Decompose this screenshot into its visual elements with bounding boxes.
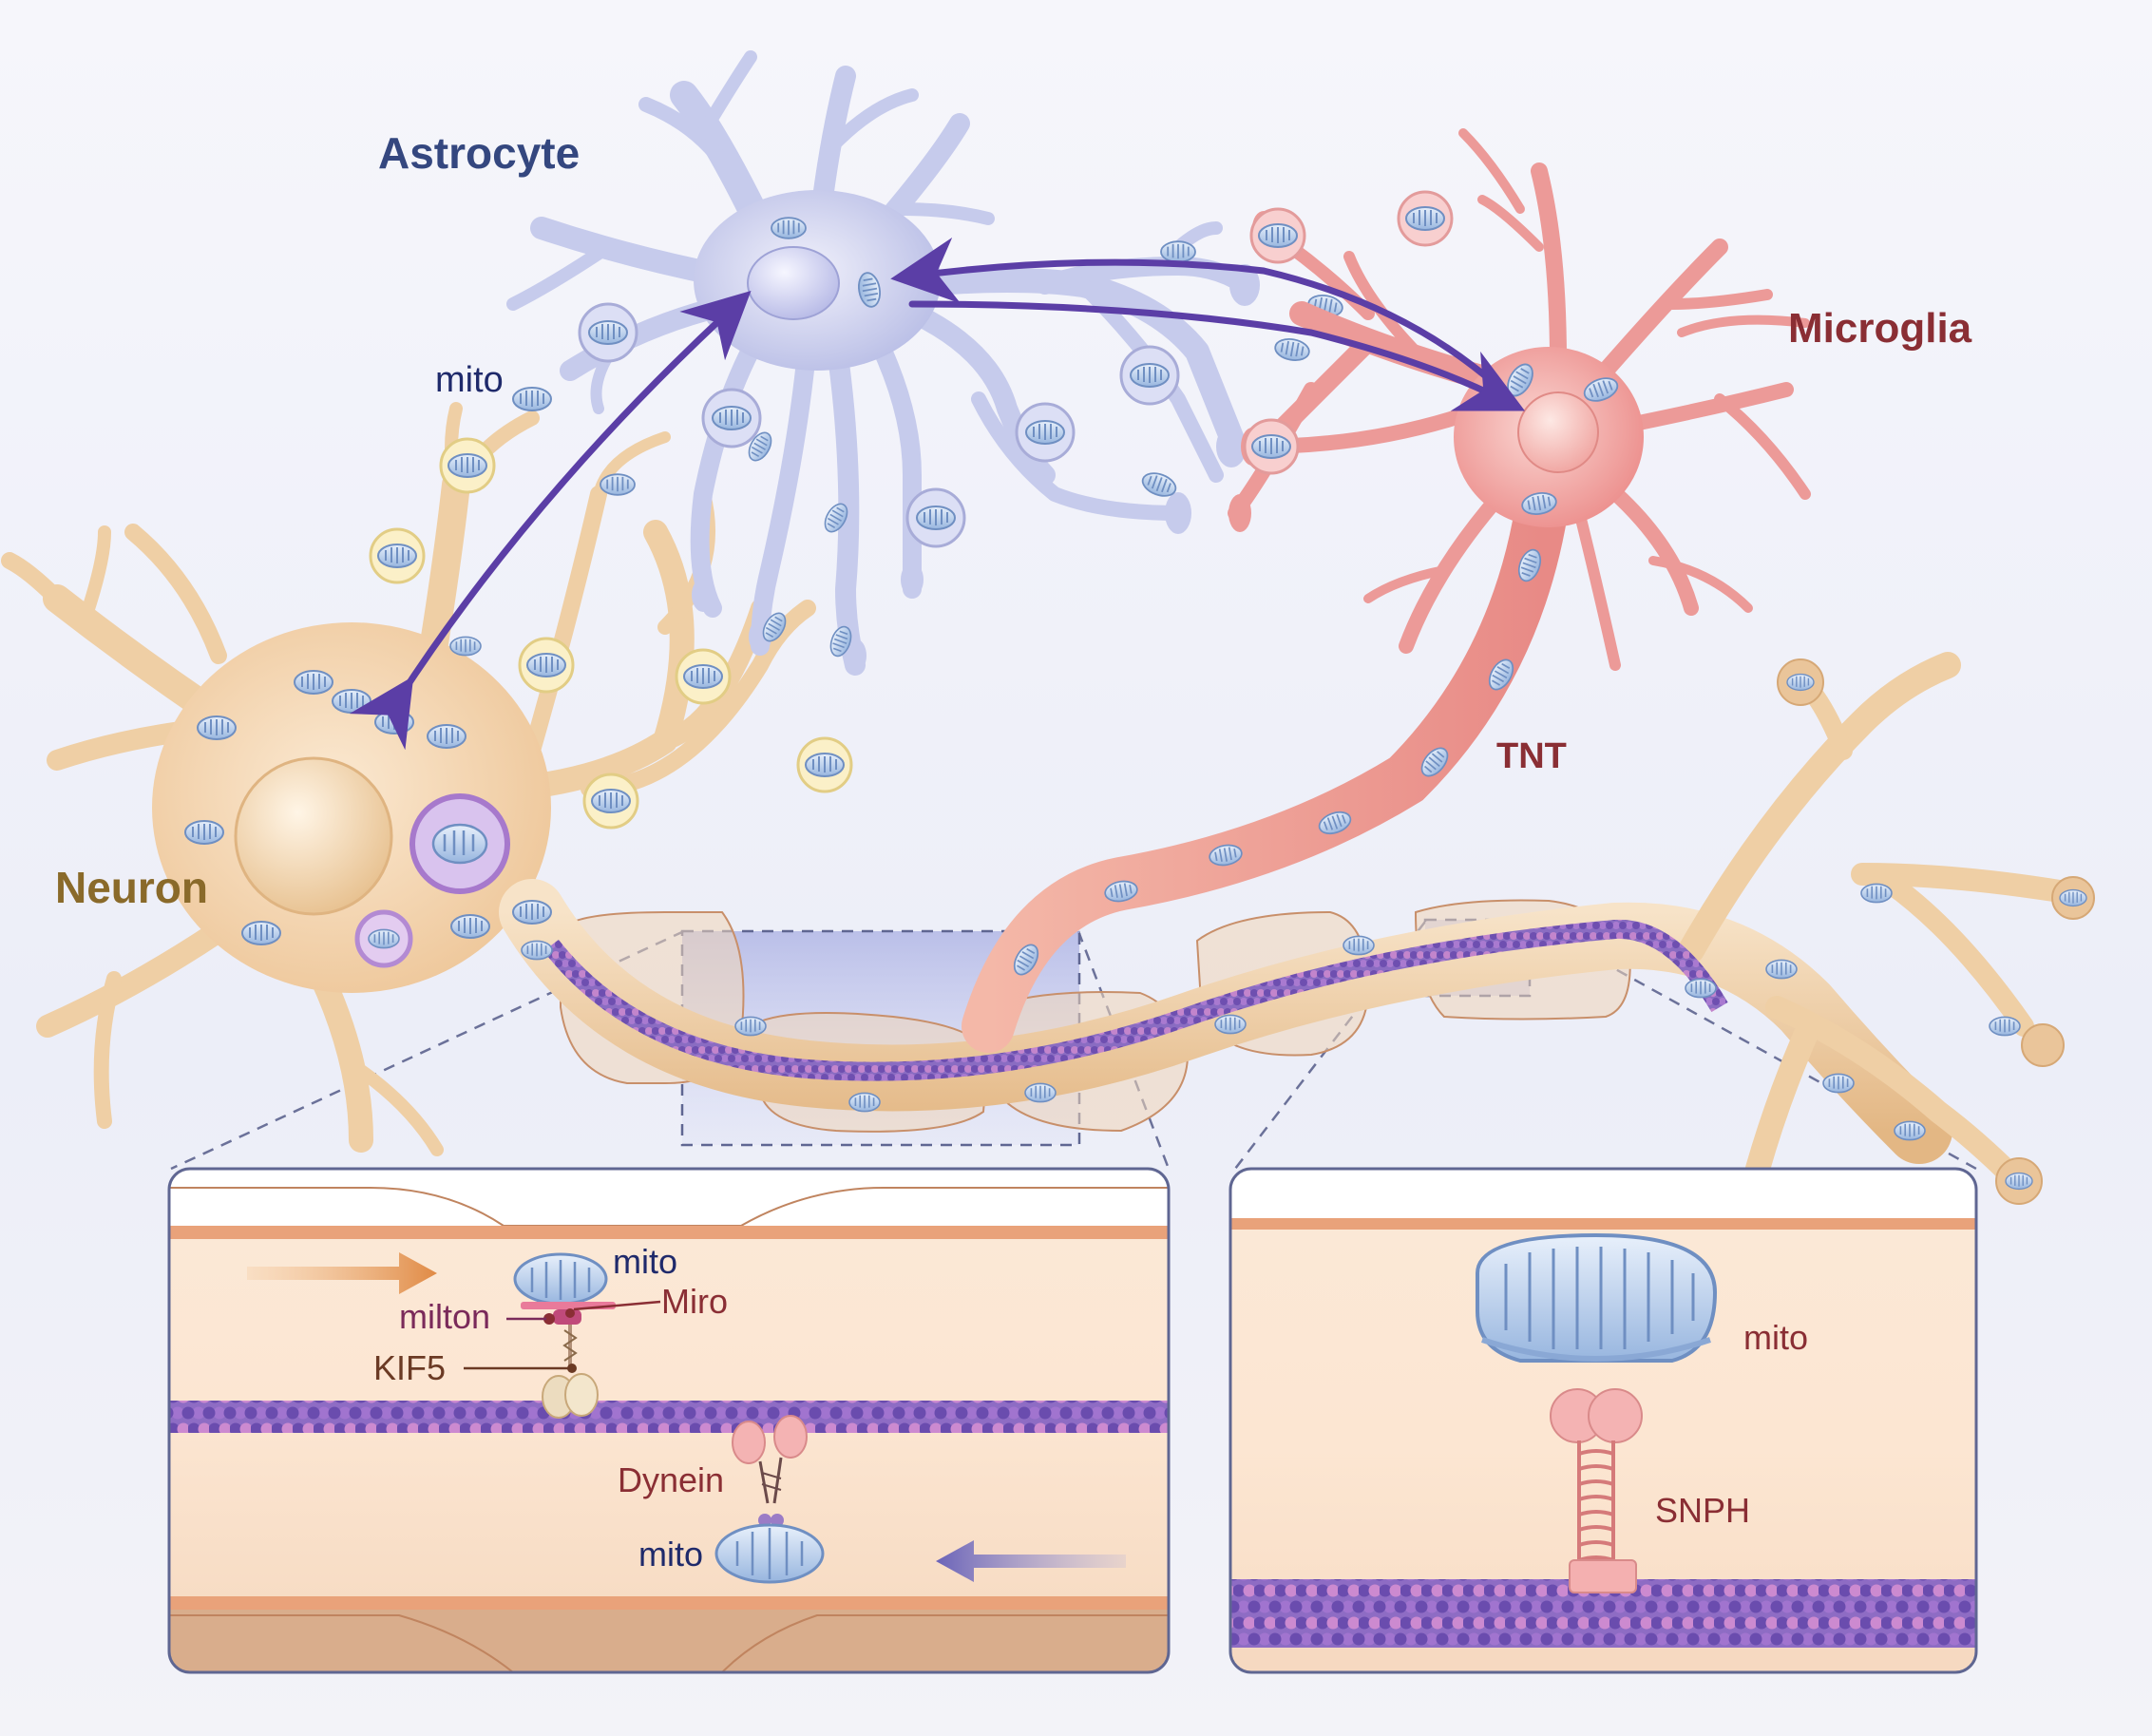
vesicle-blue (907, 489, 964, 546)
vesicle-blue (703, 390, 760, 447)
inset-right-label-mito: mito (1743, 1318, 1808, 1357)
arrow-astrocyte-microglia (890, 237, 1505, 393)
inset-left-label-mito-bottom: mito (638, 1535, 703, 1574)
label-mito-top: mito (435, 360, 504, 400)
inset-left-label-miro: Miro (661, 1282, 728, 1321)
label-astrocyte: Astrocyte (378, 128, 580, 178)
transfer-arrows (349, 237, 1526, 751)
retrograde-arrow (936, 1540, 1126, 1582)
vesicle-pink (1245, 420, 1298, 473)
neuron-small-vesicle (354, 909, 413, 968)
label-microglia: Microglia (1788, 305, 1972, 352)
inset-left-label-mito-top: mito (613, 1242, 677, 1281)
microglia-nucleus (1517, 391, 1599, 473)
arrow-microglia-astrocyte (908, 300, 1526, 411)
vesicle-yellow (371, 529, 424, 582)
inset-left: mito milton Miro KIF5 Dynein mito (167, 1167, 1171, 1674)
vesicle-blue (1017, 404, 1074, 461)
label-tnt: TNT (1496, 736, 1567, 776)
inset-left-label-milton: milton (399, 1297, 490, 1336)
snph-anchored-mito (1476, 1232, 1718, 1593)
astrocyte-nucleus (747, 246, 840, 320)
vesicle-yellow (441, 439, 494, 492)
neuron-nucleus (234, 756, 393, 916)
astrocyte (506, 50, 1345, 676)
tnt-tube (962, 467, 1571, 1053)
inset-left-label-kif5: KIF5 (373, 1348, 446, 1387)
vesicle-yellow (798, 738, 851, 792)
vesicle-yellow (584, 774, 638, 828)
dynein-motor-complex (714, 1415, 825, 1584)
microglia-processes (1228, 128, 1811, 671)
vesicle-blue (580, 304, 637, 361)
vesicle-yellow (520, 639, 573, 692)
arrow-neuron-astrocyte (349, 290, 752, 751)
anterograde-arrow (247, 1252, 437, 1294)
inset-right-label-snph: SNPH (1655, 1491, 1750, 1530)
vesicle-yellow (676, 650, 730, 703)
vesicle-blue (1121, 347, 1178, 404)
inset-left-label-dynein: Dynein (618, 1460, 724, 1499)
vesicle-pink (1399, 192, 1452, 245)
neuron-mitophagy-vesicle (409, 793, 510, 894)
microglia (962, 128, 1811, 1053)
kif5-motor-complex (464, 1252, 661, 1419)
axon-microtubule (543, 919, 1728, 1081)
inset-left-microtubule (169, 1401, 1169, 1433)
label-neuron: Neuron (55, 863, 208, 912)
inset-right: mito SNPH (1228, 1167, 1978, 1674)
vesicle-pink (1251, 209, 1305, 262)
